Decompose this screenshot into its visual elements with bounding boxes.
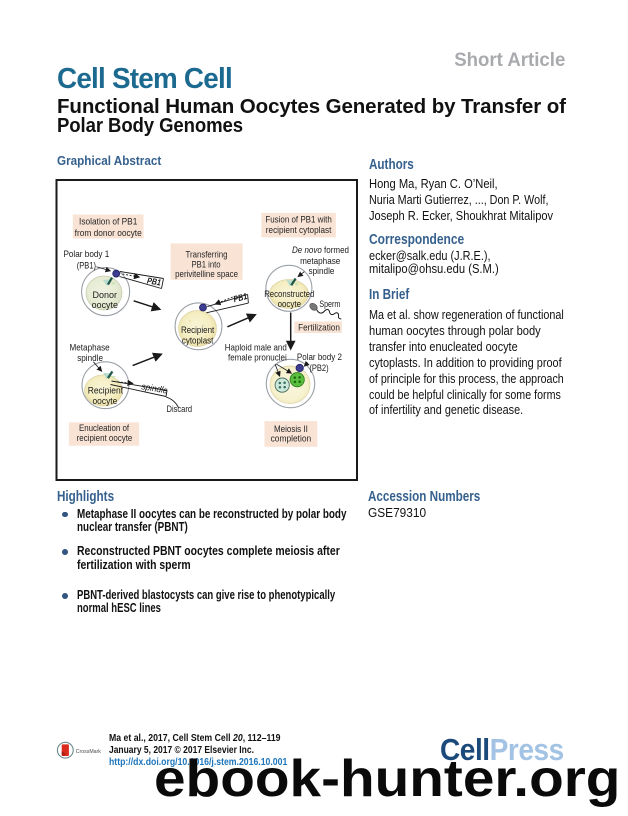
svg-text:Metaphase: Metaphase	[70, 342, 110, 353]
svg-text:Meiosis II: Meiosis II	[274, 424, 308, 435]
svg-text:spindle: spindle	[141, 381, 169, 395]
svg-text:Polar body 2: Polar body 2	[297, 352, 342, 363]
svg-text:female pronuclei: female pronuclei	[228, 352, 287, 363]
svg-text:Sperm: Sperm	[319, 299, 340, 310]
svg-text:PB1: PB1	[146, 276, 161, 288]
svg-text:spindle: spindle	[309, 266, 335, 277]
svg-text:(PB1): (PB1)	[77, 260, 96, 271]
svg-text:Transferring: Transferring	[186, 249, 228, 260]
svg-text:De novo formed: De novo formed	[292, 245, 349, 256]
svg-text:oocyte: oocyte	[92, 300, 118, 311]
svg-text:(PB2): (PB2)	[309, 363, 328, 374]
svg-text:Discard: Discard	[167, 404, 193, 415]
svg-text:metaphase: metaphase	[300, 256, 340, 267]
svg-text:CrossMark: CrossMark	[76, 749, 101, 755]
svg-text:Reconstructed: Reconstructed	[264, 289, 314, 300]
svg-text:Enucleation of: Enucleation of	[79, 423, 129, 434]
svg-text:completion: completion	[271, 433, 312, 444]
svg-text:cytoplast: cytoplast	[182, 335, 214, 346]
svg-text:Isolation of PB1: Isolation of PB1	[79, 217, 137, 228]
svg-text:Polar body 1: Polar body 1	[63, 249, 109, 260]
svg-text:Fertilization: Fertilization	[298, 322, 340, 333]
svg-text:PB1 into: PB1 into	[191, 260, 220, 271]
svg-text:Haploid male and: Haploid male and	[225, 343, 287, 354]
svg-text:recipient oocyte: recipient oocyte	[77, 433, 133, 444]
svg-text:recipient cytoplast: recipient cytoplast	[266, 225, 332, 236]
svg-text:Fusion of PB1 with: Fusion of PB1 with	[265, 215, 332, 226]
svg-text:Donor: Donor	[93, 290, 118, 301]
svg-text:Recipient: Recipient	[181, 325, 215, 336]
svg-text:PB1: PB1	[232, 291, 248, 304]
svg-text:Recipient: Recipient	[88, 385, 124, 396]
svg-text:from donor oocyte: from donor oocyte	[75, 228, 142, 239]
svg-text:oocyte: oocyte	[278, 299, 301, 310]
svg-text:spindle: spindle	[77, 353, 103, 364]
svg-text:perivitelline space: perivitelline space	[175, 269, 238, 280]
svg-text:oocyte: oocyte	[93, 396, 118, 407]
